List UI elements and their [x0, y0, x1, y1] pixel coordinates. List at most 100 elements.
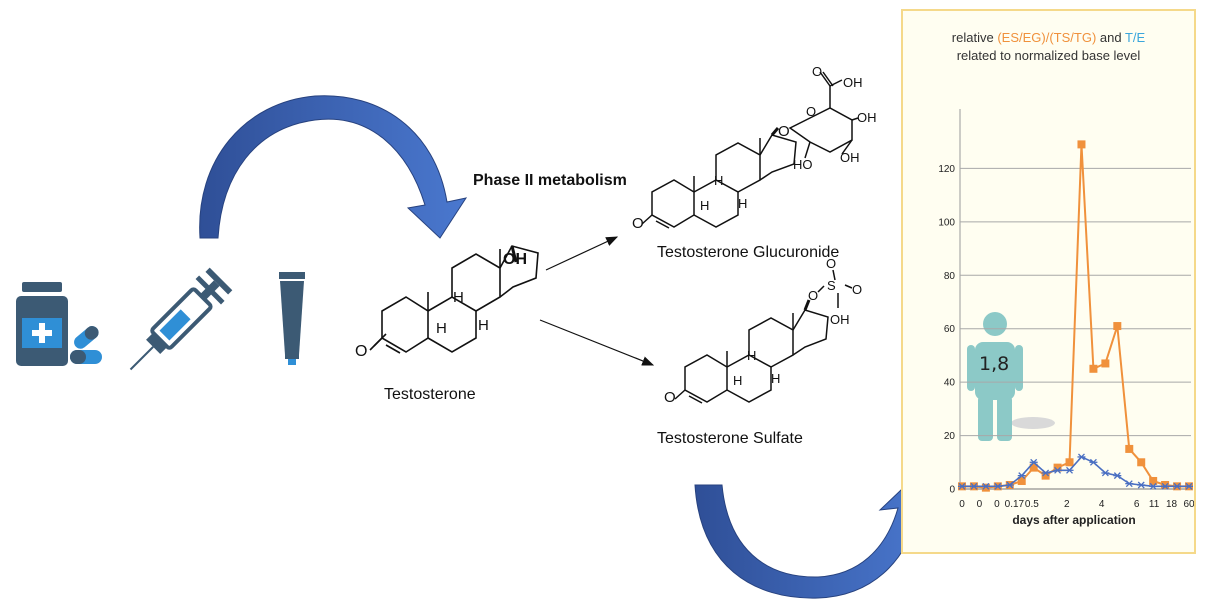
x-tick-label: 0	[959, 499, 965, 510]
detection-curved-arrow	[694, 469, 936, 599]
glucuronide-acid-oh: OH	[843, 75, 863, 90]
series-blue-point	[1041, 469, 1050, 477]
glucuronide-structure	[641, 71, 859, 229]
chart-panel: relative (ES/EG)/(TS/TG) and T/E related…	[901, 9, 1196, 554]
series-orange-point	[1113, 322, 1122, 331]
reaction-arrow-to-glucuronide	[545, 236, 619, 271]
series-orange-point	[1053, 463, 1062, 472]
glucuronide-oh-right: OH	[857, 110, 877, 125]
series-orange-point	[1065, 458, 1074, 467]
series-blue-point	[969, 482, 978, 490]
testosterone-label: Testosterone	[384, 386, 476, 403]
series-blue-point	[1185, 482, 1193, 490]
chart-title-blue-series: T/E	[1124, 30, 1146, 45]
series-blue-point	[1101, 469, 1110, 477]
series-orange-point	[1017, 476, 1026, 485]
series-orange-point	[1101, 359, 1110, 368]
x-tick-label: 11	[1149, 499, 1160, 510]
y-tick-label: 100	[938, 217, 955, 228]
glucuronide-oh-bottom: OH	[840, 150, 860, 165]
glucuronide-h3: H	[738, 196, 747, 211]
chart-title-orange-series: (ES/EG)/(TS/TG)	[997, 30, 1097, 45]
series-blue-point	[1125, 480, 1134, 488]
sulfate-h1: H	[747, 348, 756, 363]
sulfur-atom: S	[827, 278, 836, 293]
series-blue-point	[1065, 466, 1074, 474]
sulfate-top-oxygen: O	[826, 256, 836, 271]
glucuronide-carbonyl-oxygen: O	[812, 64, 822, 79]
series-orange-point	[1077, 140, 1086, 149]
testosterone-oxygen: O	[355, 343, 367, 360]
x-tick-label: 18	[1166, 499, 1178, 510]
glucuronide-ring-oxygen: O	[806, 104, 816, 119]
series-blue-point	[1053, 466, 1062, 474]
series-blue-point	[1029, 458, 1038, 466]
sulfate-oh: OH	[830, 312, 850, 327]
phase-ii-label: Phase II metabolism	[473, 172, 627, 189]
series-orange-point	[981, 483, 990, 492]
cream-tube-icon	[279, 272, 305, 365]
x-tick-label: 6	[1134, 499, 1140, 510]
x-tick-label: 0.17	[1005, 499, 1025, 510]
glucuronide-ho: HO	[793, 157, 813, 172]
y-tick-label: 120	[938, 164, 955, 175]
testosterone-hydroxyl: OH	[503, 251, 527, 268]
y-tick-label: 40	[944, 378, 956, 389]
chart-title-prefix: relative	[951, 30, 998, 45]
series-orange-point	[1041, 471, 1050, 480]
series-blue-point	[958, 482, 966, 490]
series-orange-point	[1149, 476, 1158, 485]
series-blue-point	[1017, 472, 1026, 480]
series-blue-point	[1077, 453, 1086, 461]
x-tick-label: 60	[1183, 499, 1194, 510]
series-blue-point	[1149, 482, 1158, 490]
glucuronide-h2: H	[700, 198, 709, 213]
medicine-bottle-icon	[16, 282, 68, 366]
administration-curved-arrow	[199, 95, 468, 239]
glucuronide-oxygen: O	[632, 215, 644, 232]
glucuronide-h1: H	[714, 173, 723, 188]
chart-title: relative (ES/EG)/(TS/TG) and T/E related…	[903, 29, 1194, 65]
y-tick-label: 0	[949, 485, 955, 496]
y-tick-label: 20	[944, 431, 956, 442]
series-orange-point	[1137, 458, 1146, 467]
series-blue-point	[1161, 482, 1170, 490]
series-blue-point	[1089, 458, 1098, 466]
testosterone-h2: H	[436, 320, 447, 337]
series-blue-point	[981, 482, 990, 490]
testosterone-structure	[369, 245, 539, 354]
capsule-icon	[70, 326, 102, 364]
series-orange-point	[1089, 364, 1098, 373]
x-tick-label: 4	[1099, 499, 1105, 510]
testosterone-h1: H	[453, 289, 464, 306]
syringe-icon	[129, 267, 233, 371]
glucuronide-ether-oxygen: O	[778, 123, 790, 140]
glucuronide-label: Testosterone Glucuronide	[657, 244, 840, 261]
person-value: 1,8	[979, 353, 1009, 375]
testosterone-h3: H	[478, 317, 489, 334]
series-blue-point	[1137, 481, 1146, 489]
sulfate-structure	[674, 269, 853, 404]
series-orange-point	[1029, 463, 1038, 472]
sulfate-label: Testosterone Sulfate	[657, 430, 803, 447]
series-blue-point	[1113, 472, 1122, 480]
y-tick-label: 80	[944, 271, 956, 282]
x-tick-label: 0	[977, 499, 983, 510]
x-tick-label: 0.5	[1025, 499, 1039, 510]
sulfate-h3: H	[771, 371, 780, 386]
chart-title-mid: and	[1096, 30, 1125, 45]
series-blue-point	[1005, 481, 1014, 489]
sulfate-right-oxygen: O	[852, 282, 862, 297]
chart-title-line2: related to normalized base level	[956, 48, 1141, 63]
x-tick-label: 0	[994, 499, 1000, 510]
sulfate-oxygen: O	[664, 389, 676, 406]
reaction-arrow-to-sulfate	[539, 319, 655, 366]
series-orange-point	[1125, 444, 1134, 453]
series-blue-point	[1173, 482, 1182, 490]
y-tick-label: 60	[944, 324, 956, 335]
sulfate-ester-oxygen: O	[808, 288, 818, 303]
sulfate-h2: H	[733, 373, 742, 388]
person-icon: 1,8	[967, 312, 1055, 441]
